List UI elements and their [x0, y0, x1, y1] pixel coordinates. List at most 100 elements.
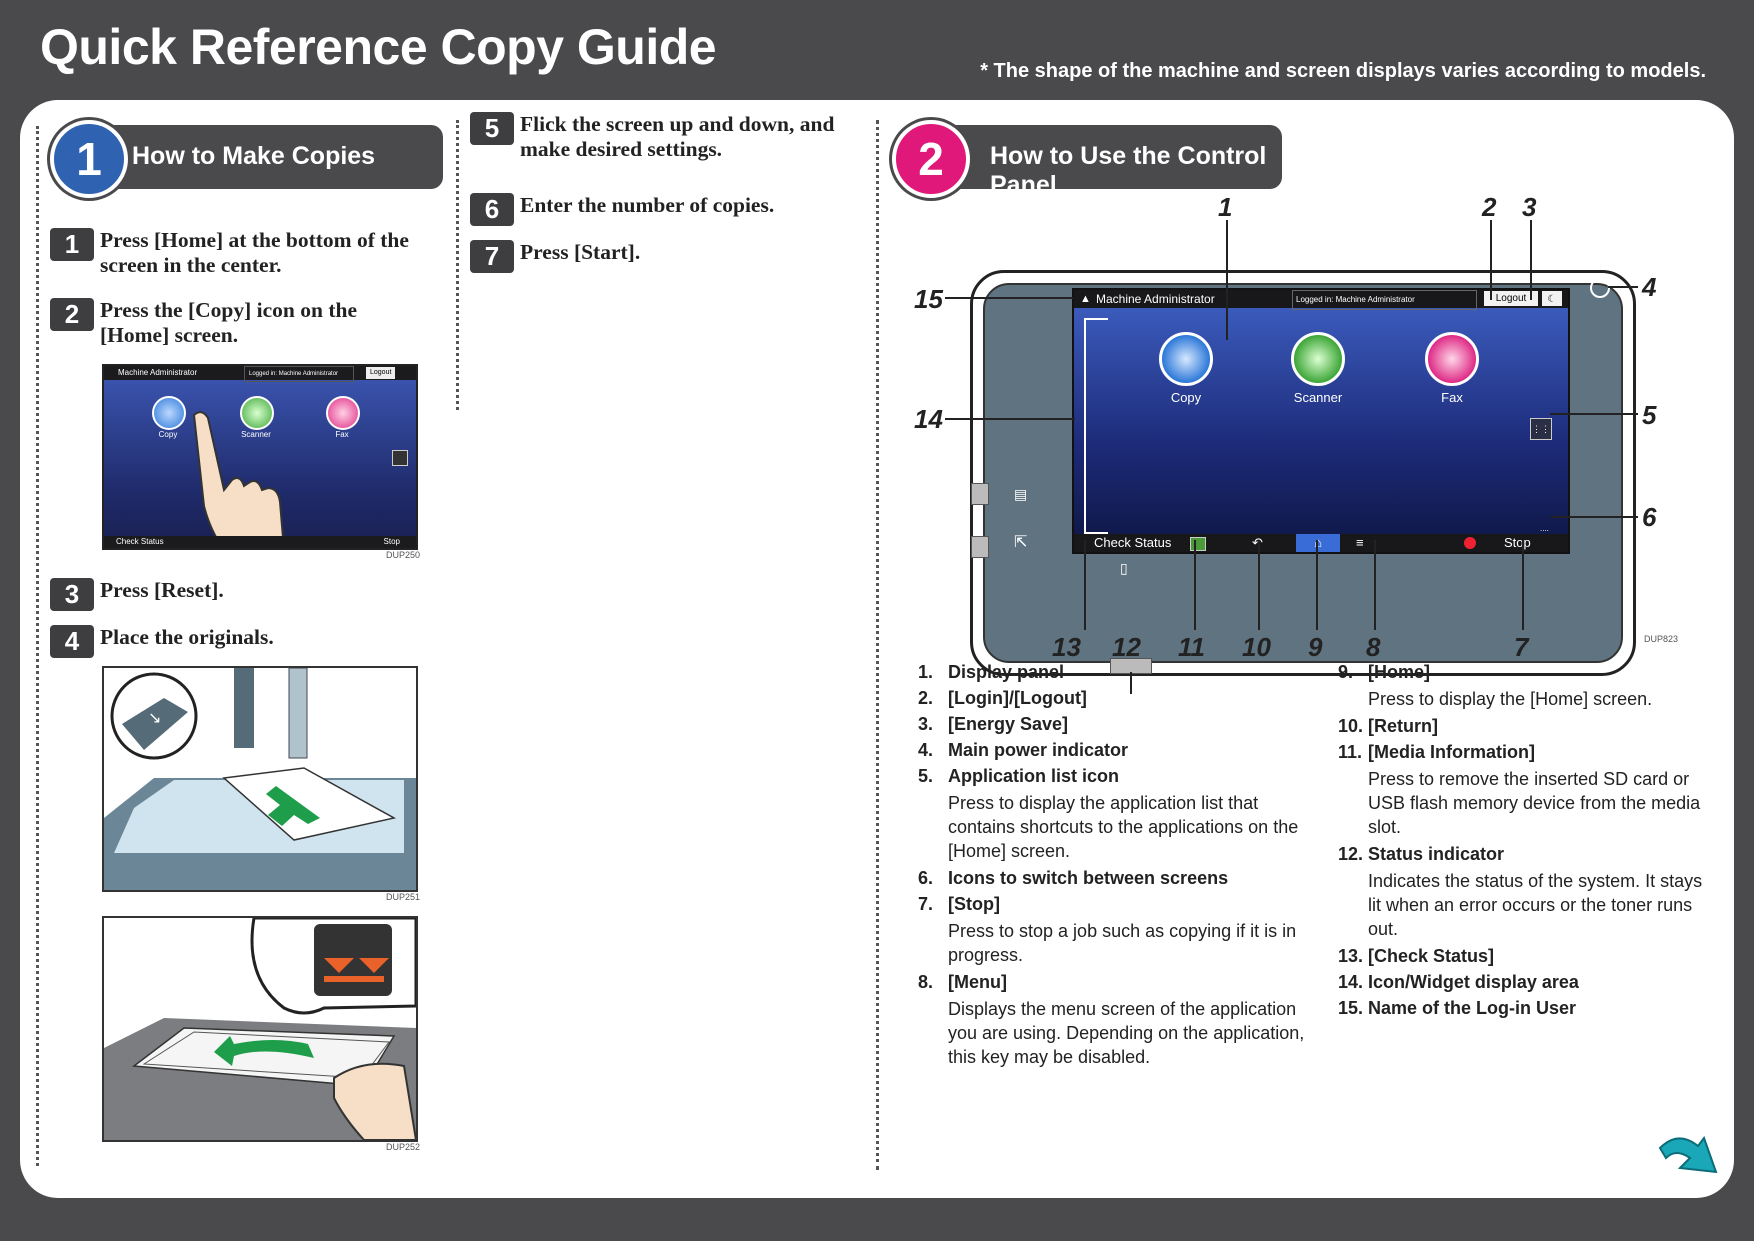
callout-13: 13 [1052, 632, 1081, 662]
mini-scanner-app: Scanner [240, 396, 274, 439]
callout-12: 12 [1112, 632, 1141, 662]
list-item-title: [Return] [1368, 716, 1438, 736]
list-item-desc: Displays the menu screen of the applicat… [948, 999, 1305, 1067]
list-item: 2.[Login]/[Logout] [918, 688, 1308, 709]
leader-6 [1550, 516, 1638, 518]
leader-8 [1374, 540, 1376, 630]
scanner-icon [240, 396, 274, 430]
app-copy[interactable]: Copy [1158, 332, 1214, 405]
list-item-title: Icons to switch between screens [948, 868, 1229, 888]
step-7-number: 7 [470, 240, 514, 273]
step-6-number: 6 [470, 193, 514, 226]
mini-fax-label: Fax [335, 430, 349, 439]
list-item: 8.[Menu]Displays the menu screen of the … [918, 972, 1308, 1069]
fax-icon [326, 396, 360, 430]
screen-bottom-bar: Check Status ↶ ⌂ ≡ Stop [1074, 534, 1568, 552]
list-item: 15.Name of the Log-in User [1338, 998, 1708, 1019]
application-list-icon[interactable]: ⋮⋮ [1530, 418, 1552, 440]
list-item-number: 10. [1338, 716, 1364, 736]
list-item: 9.[Home]Press to display the [Home] scre… [1338, 662, 1708, 711]
list-item-title: [Media Information] [1368, 742, 1535, 762]
leader-5 [1550, 413, 1638, 415]
check-status-button[interactable]: Check Status [1094, 535, 1172, 550]
callout-10: 10 [1242, 632, 1271, 662]
list-item-title: [Energy Save] [948, 714, 1069, 734]
mini-stop: Stop [383, 537, 400, 546]
logout-button[interactable]: Logout [1484, 291, 1538, 306]
energy-save-button[interactable]: ☾ [1542, 291, 1562, 306]
power-indicator-icon [1590, 278, 1610, 298]
mini-logout: Logout [366, 367, 396, 379]
list-item-title: [Menu] [948, 972, 1007, 992]
guide-sheet: How to Make Copies 1 1 Press [Home] at t… [20, 100, 1734, 1198]
document-feeder-illustration [102, 916, 418, 1142]
step-1-text: Press [Home] at the bottom of the screen… [100, 228, 409, 277]
return-button[interactable]: ↶ [1252, 534, 1263, 552]
status-indicator-slot [971, 536, 989, 558]
exposure-glass-illustration: ↘ [102, 666, 418, 892]
list-item: 3.[Energy Save] [918, 714, 1308, 735]
list-item-desc: Press to stop a job such as copying if i… [948, 921, 1297, 965]
callout-14: 14 [914, 404, 943, 434]
list-item-number: 15. [1338, 998, 1364, 1018]
screen-top-bar: ▲ Machine Administrator Logged in: Machi… [1074, 290, 1568, 310]
leader-14 [945, 418, 1075, 420]
media-info-slot [971, 483, 989, 505]
figure-id-3: DUP252 [386, 1142, 421, 1152]
leader-11 [1194, 540, 1196, 630]
models-note: * The shape of the machine and screen di… [980, 60, 1706, 82]
list-item: 13.[Check Status] [1338, 946, 1708, 967]
list-item-number: 9. [1338, 662, 1354, 682]
list-item-desc: Indicates the status of the system. It s… [1368, 871, 1703, 939]
leader-7 [1522, 540, 1524, 630]
finger-pointer-icon [192, 411, 285, 548]
section1-number: 1 [50, 120, 128, 198]
callout-8: 8 [1366, 632, 1381, 662]
login-icon: ⇱ [1014, 534, 1028, 551]
list-item-desc: Press to display the [Home] screen. [1368, 689, 1653, 709]
mini-copy-label: Copy [158, 430, 178, 439]
list-item: 7.[Stop]Press to stop a job such as copy… [918, 894, 1308, 967]
list-item-title: Icon/Widget display area [1368, 972, 1579, 992]
leader-4 [1608, 286, 1638, 288]
mini-check-status: Check Status [116, 537, 164, 546]
mini-top-bar: Machine Administrator Logged in: Machine… [104, 366, 416, 382]
list-item-number: 12. [1338, 844, 1364, 864]
app-scanner[interactable]: Scanner [1290, 332, 1346, 405]
callout-6: 6 [1642, 502, 1657, 532]
nfc-icon: ▤ [1014, 486, 1028, 502]
mini-scanner-label: Scanner [241, 430, 271, 439]
screen-switch-dots: .... [1540, 524, 1549, 533]
app-copy-label: Copy [1170, 390, 1202, 405]
step-2-number: 2 [50, 298, 94, 331]
list-item: 4.Main power indicator [918, 740, 1308, 761]
items-list-left: 1.Display panel 2.[Login]/[Logout] 3.[En… [918, 662, 1308, 1074]
leader-9 [1316, 540, 1318, 630]
step-5-text: Flick the screen up and down, and make d… [520, 112, 835, 161]
divider-center [876, 120, 879, 1170]
step-5-number: 5 [470, 112, 514, 145]
home-button[interactable]: ⌂ [1296, 534, 1340, 552]
icon-widget-area-marker [1084, 318, 1108, 534]
step-2-text: Press the [Copy] icon on the [Home] scre… [100, 298, 357, 347]
logged-in-label: Logged in: Machine Administrator [1292, 290, 1477, 310]
app-fax[interactable]: Fax [1424, 332, 1480, 405]
stop-button[interactable]: Stop [1504, 535, 1531, 550]
callout-5: 5 [1642, 400, 1657, 430]
list-item-number: 6. [918, 868, 934, 888]
next-page-arrow-icon[interactable] [1658, 1128, 1720, 1176]
list-item-number: 13. [1338, 946, 1364, 966]
items-list-right: 9.[Home]Press to display the [Home] scre… [1338, 662, 1708, 1024]
media-information-button[interactable] [1190, 537, 1206, 551]
user-icon: ▲ [1080, 293, 1091, 305]
list-item-number: 7. [918, 894, 934, 914]
list-item: 14.Icon/Widget display area [1338, 972, 1708, 993]
leader-13 [1084, 540, 1086, 630]
callout-15: 15 [914, 284, 943, 314]
list-item: 1.Display panel [918, 662, 1308, 683]
menu-button[interactable]: ≡ [1356, 535, 1364, 550]
list-item: 6. Icons to switch between screens [918, 868, 1308, 889]
copy-icon [152, 396, 186, 430]
fax-icon [1425, 332, 1479, 386]
